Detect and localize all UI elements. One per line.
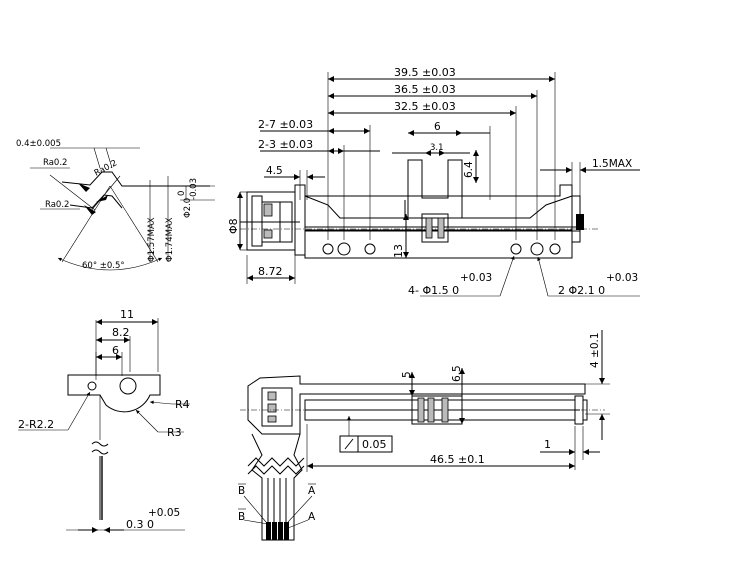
dim-4-0-1: 4 ±0.1 <box>589 332 601 368</box>
radius-r4: R4 <box>175 398 190 411</box>
dim-2-7: 2-7 ±0.03 <box>258 118 313 131</box>
holes-2-1-label: 2 Φ2.1 0 <box>558 284 605 297</box>
side-view: 11 8.2 6 R4 R3 2-R2.2 0.3 0 +0.05 <box>18 308 190 533</box>
dim-4-5: 4.5 <box>266 165 283 177</box>
pin-a-bar-label: A <box>308 485 316 497</box>
gear-angle-label: 60° ±0.5° <box>82 261 125 271</box>
dim-32-5: 32.5 ±0.03 <box>394 100 456 113</box>
dim-2-3: 2-3 ±0.03 <box>258 138 313 151</box>
roughness-label-top: Ra0.2 <box>43 158 67 168</box>
dim-0-3-tol: +0.05 <box>148 507 180 519</box>
radius-2-r2-2: 2-R2.2 <box>18 418 54 431</box>
pin-b-label: B <box>238 511 245 523</box>
dim-46-5: 46.5 ±0.1 <box>430 453 485 466</box>
gear-dia-2: Φ2.0 <box>183 198 193 218</box>
dim-6-4: 6.4 <box>463 161 475 178</box>
gear-dia-1-57: Φ1.57MAX <box>147 217 157 262</box>
radius-r3: R3 <box>167 426 182 439</box>
gear-dia-1-74: Φ1.74MAX <box>165 217 175 262</box>
top-view: 5 6.5 4 ±0.1 0.05 1 46.5 ±0.1 <box>238 330 610 541</box>
gear-dia-2-tol-up: 0 <box>177 191 187 196</box>
holes-2-1-tol: +0.03 <box>606 272 638 284</box>
front-view: 39.5 ±0.03 36.5 ±0.03 32.5 ±0.03 2-7 ±0.… <box>227 66 640 297</box>
gear-tooth-width-label: 0.4±0.005 <box>16 139 61 149</box>
dim-5: 5 <box>401 371 413 378</box>
dim-8-72: 8.72 <box>258 265 283 278</box>
gear-detail-view: 0.4±0.005 Ra0.2 Ra0.2 Ra0.2 60° ±0.5° Φ1… <box>16 139 215 271</box>
holes-1-5-label: 4- Φ1.5 0 <box>408 284 459 297</box>
dim-3-1: 3.1 <box>430 143 444 153</box>
dim-8-2: 8.2 <box>112 326 130 339</box>
dim-39-5: 39.5 ±0.03 <box>394 66 456 79</box>
dim-0-3: 0.3 0 <box>126 518 154 531</box>
pin-b-bar-label: B <box>238 485 245 497</box>
flatness-value: 0.05 <box>362 438 387 451</box>
dim-6-5: 6.5 <box>451 365 463 382</box>
dim-11: 11 <box>120 308 134 321</box>
dim-dia-8: Φ8 <box>227 218 240 234</box>
pin-a-label: A <box>308 511 316 523</box>
roughness-label-left: Ra0.2 <box>45 200 69 210</box>
dim-6-top: 6 <box>434 121 441 133</box>
dim-13: 13 <box>392 244 405 258</box>
holes-1-5-tol: +0.03 <box>460 272 492 284</box>
dim-6-side: 6 <box>112 344 119 357</box>
dim-1-5-max: 1.5MAX <box>592 158 632 170</box>
dim-36-5: 36.5 ±0.03 <box>394 83 456 96</box>
dim-1: 1 <box>544 438 551 451</box>
gear-dia-2-tol-dn: -0.03 <box>189 178 199 200</box>
